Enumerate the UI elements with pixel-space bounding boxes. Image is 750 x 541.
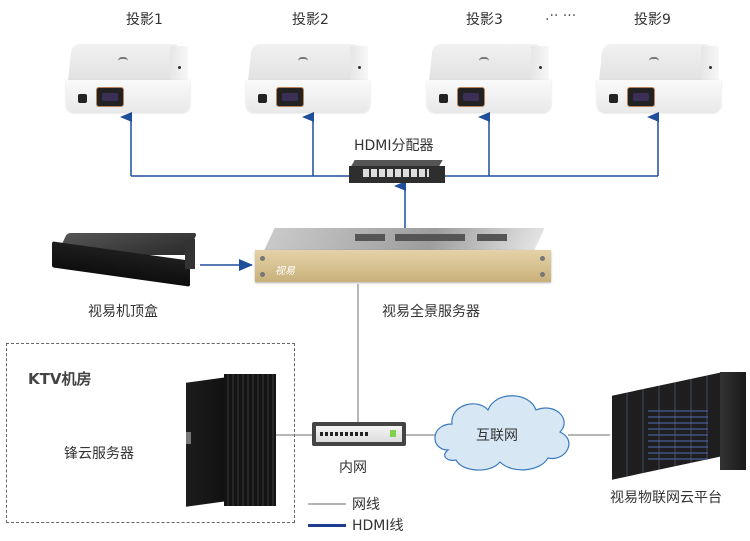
projector-1-label: 投影1: [126, 12, 163, 28]
ktv-room-boundary: [6, 343, 295, 523]
hdmi-splitter-icon: [349, 160, 445, 183]
projector-1-icon: [66, 44, 190, 112]
cloud-platform-datacenter-icon: [608, 370, 746, 480]
projector-9-label: 投影9: [634, 12, 671, 28]
projector-9-icon: [597, 44, 721, 112]
projector-2-icon: [246, 44, 370, 112]
network-lines: [276, 284, 610, 436]
ktv-room-title: KTV机房: [28, 370, 92, 388]
legend-network-label: 网线: [352, 497, 380, 513]
projector-ellipsis: .·· ···: [545, 8, 577, 24]
tower-server-icon: [186, 374, 276, 507]
legend-hdmi-label: HDMI线: [352, 518, 404, 534]
panorama-server-icon: 视易: [255, 228, 551, 283]
internet-cloud-icon: [434, 395, 570, 471]
cloud-platform-label: 视易物联网云平台: [610, 490, 722, 506]
intranet-label: 内网: [339, 460, 367, 476]
panorama-server-label: 视易全景服务器: [382, 304, 480, 320]
tower-server-label: 锋云服务器: [64, 446, 134, 462]
legend-hdmi-line: [308, 524, 346, 527]
set-top-box-icon: [52, 233, 198, 287]
set-top-box-label: 视易机顶盒: [88, 304, 158, 320]
legend-network-line: [308, 503, 346, 505]
internet-label: 互联网: [476, 428, 518, 444]
projector-3-icon: [427, 44, 551, 112]
hdmi-bus: [120, 112, 659, 271]
panorama-server-logo: 视易: [275, 266, 295, 277]
projector-2-label: 投影2: [292, 12, 329, 28]
hdmi-splitter-label: HDMI分配器: [354, 138, 434, 154]
intranet-switch-icon: [312, 422, 406, 446]
projector-3-label: 投影3: [466, 12, 503, 28]
